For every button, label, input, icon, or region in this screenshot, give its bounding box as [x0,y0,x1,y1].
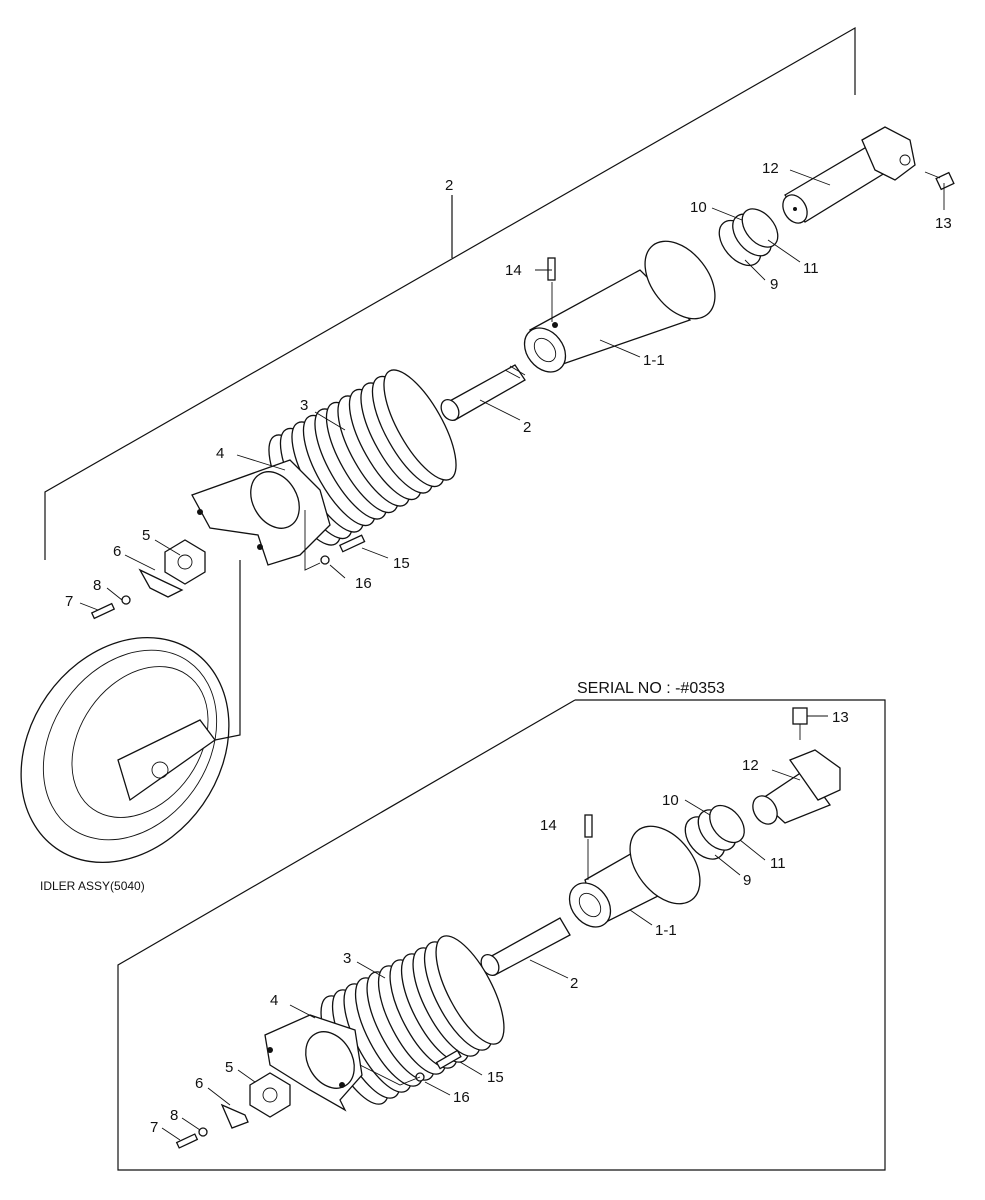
top-part-15-16-bolt-washer [320,534,366,565]
top-label-11: 11 [803,260,819,277]
top-assembly-bracket [44,26,856,560]
top-part-14-pin [547,257,556,322]
bottom-label-5: 5 [225,1059,233,1076]
bottom-label-14: 14 [540,817,557,834]
bottom-part-14-pin [584,814,593,880]
bottom-part-9-10-11-rings [684,804,745,860]
bottom-label-3: 3 [343,950,351,967]
idler-assy-label: IDLER ASSY(5040) [40,879,145,893]
bottom-part-5-nut [249,1072,291,1118]
top-part-12-pin [782,126,916,224]
bottom-label-6: 6 [195,1075,203,1092]
bottom-part-2-rod [480,917,571,976]
bottom-part-4-yoke [264,1014,363,1112]
top-label-12: 12 [762,160,779,177]
bottom-part-12-pin [752,749,841,825]
top-label-14: 14 [505,262,522,279]
bottom-part-13-plug [792,707,808,740]
bottom-part-7-8-bolt-washer [175,1127,208,1149]
bottom-label-12: 12 [742,757,759,774]
top-part-2-rod [440,364,526,421]
top-part-4-yoke [191,459,331,566]
spring-coil [383,369,457,481]
top-part-13-plug [924,171,955,191]
bottom-label-7: 7 [150,1119,158,1136]
top-part-6-lock-plate [138,568,184,598]
spring-coil [435,935,505,1045]
serial-number-label: SERIAL NO : -#0353 [577,680,725,697]
bottom-labels: 13 12 10 11 9 14 1-1 2 3 4 5 6 8 7 15 16 [150,709,849,1136]
top-label-3: 3 [300,397,308,414]
top-label-9: 9 [770,276,778,293]
bottom-label-2: 2 [570,975,578,992]
bottom-label-1-1: 1-1 [655,922,677,939]
top-label-7: 7 [65,593,73,610]
top-part-9-10-11-rings [718,208,779,267]
bottom-label-11: 11 [770,855,786,872]
bottom-label-16: 16 [453,1089,470,1106]
top-label-5: 5 [142,527,150,544]
top-part-1-1-cylinder [523,240,716,373]
top-label-1-1: 1-1 [643,352,665,369]
top-part-5-nut [164,539,206,585]
bottom-label-13: 13 [832,709,849,726]
top-label-6: 6 [113,543,121,560]
bottom-label-8: 8 [170,1107,178,1124]
top-label-4: 4 [216,445,224,462]
top-label-8: 8 [93,577,101,594]
bottom-part-1-1-cylinder [568,825,701,928]
top-label-13: 13 [935,215,952,232]
idler-wheel [20,560,241,864]
bottom-label-15: 15 [487,1069,504,1086]
top-label-10: 10 [690,199,707,216]
leader-lines [79,169,945,1141]
top-label-15: 15 [393,555,410,572]
bottom-label-10: 10 [662,792,679,809]
top-label-2: 2 [523,419,531,436]
bottom-part-3-spring [320,935,505,1105]
top-label-16: 16 [355,575,372,592]
serial-box [117,699,886,1171]
top-part-7-8-bolt-washer [90,595,131,620]
bottom-part-6-lock-plate [220,1103,249,1129]
top-labels: 2 14 12 13 10 11 9 1-1 2 3 4 5 6 8 7 15 … [65,160,952,610]
bottom-label-4: 4 [270,992,278,1009]
top-label-assy-2: 2 [445,177,453,194]
bottom-label-9: 9 [743,872,751,889]
